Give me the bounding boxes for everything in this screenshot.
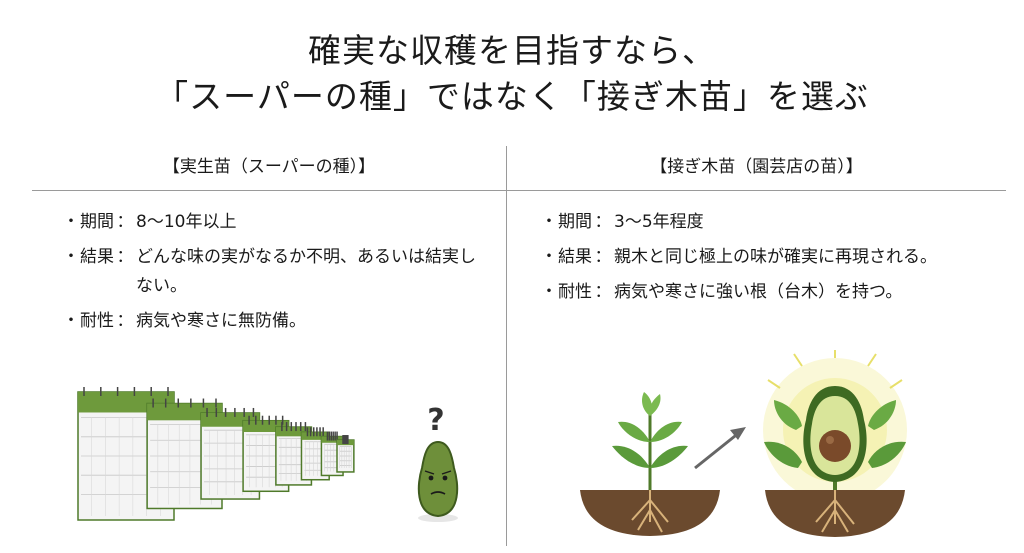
confused-avocado-icon: ? [417,403,459,522]
title: 確実な収穫を目指すなら、 「スーパーの種」ではなく「接ぎ木苗」を選ぶ [0,28,1024,120]
list-item: ・ 耐性 ： 病気や寒さに無防備。 [62,307,492,336]
list-item: ・ 期間 ： 3〜5年程度 [540,208,980,237]
item-text: 病気や寒さに無防備。 [136,311,306,331]
plant-growth-illustration [580,350,907,537]
bullet: ・ [540,247,558,267]
title-line-1: 確実な収穫を目指すなら、 [308,31,716,70]
colon: ： [594,247,612,267]
calendar-page [336,435,355,473]
colon: ： [116,311,134,331]
list-item: ・ 耐性 ： 病気や寒さに強い根（台木）を持つ。 [540,278,980,307]
item-text: 親木と同じ極上の味が確実に再現される。 [614,247,937,267]
grafted-list: ・ 期間 ： 3〜5年程度 ・ 結果 ： 親木と同じ極上の味が確実に再現される。… [540,208,980,313]
title-line-2: 「スーパーの種」ではなく「接ぎ木苗」を選ぶ [155,77,869,116]
growth-arrow-icon [694,427,746,470]
bullet: ・ [62,311,80,331]
avocado-tree-icon [763,350,907,537]
grafted-heading: 【接ぎ木苗（園芸店の苗）】 [650,157,863,177]
colon: ： [594,282,612,302]
item-label: 期間 [80,212,114,232]
item-label: 結果 [558,247,592,267]
bullet: ・ [540,212,558,232]
item-text: どんな味の実がなるか不明、あるいは結実しない。 [136,247,476,296]
item-label: 期間 [558,212,592,232]
item-text: 8〜10年以上 [136,212,237,232]
item-label: 耐性 [558,282,592,302]
calendar-stack-icon: ? [77,387,459,522]
colon: ： [116,247,134,267]
seedling-heading: 【実生苗（スーパーの種）】 [162,157,376,177]
question-mark: ? [427,403,444,438]
seedling-plant-icon [580,392,720,536]
column-divider [506,146,507,546]
bullet: ・ [62,247,80,267]
item-label: 耐性 [80,311,114,331]
item-text: 3〜5年程度 [614,212,704,232]
colon: ： [116,212,134,232]
bullet: ・ [62,212,80,232]
seedling-list: ・ 期間 ： 8〜10年以上 ・ 結果 ： どんな味の実がなるか不明、あるいは結… [62,208,492,342]
item-text: 病気や寒さに強い根（台木）を持つ。 [614,282,903,302]
item-label: 結果 [80,247,114,267]
list-item: ・ 期間 ： 8〜10年以上 [62,208,492,237]
colon: ： [594,212,612,232]
header-divider [32,190,1006,191]
list-item: ・ 結果 ： 親木と同じ極上の味が確実に再現される。 [540,243,980,272]
calendar-group [77,387,355,521]
list-item: ・ 結果 ： どんな味の実がなるか不明、あるいは結実しない。 [62,243,492,301]
bullet: ・ [540,282,558,302]
